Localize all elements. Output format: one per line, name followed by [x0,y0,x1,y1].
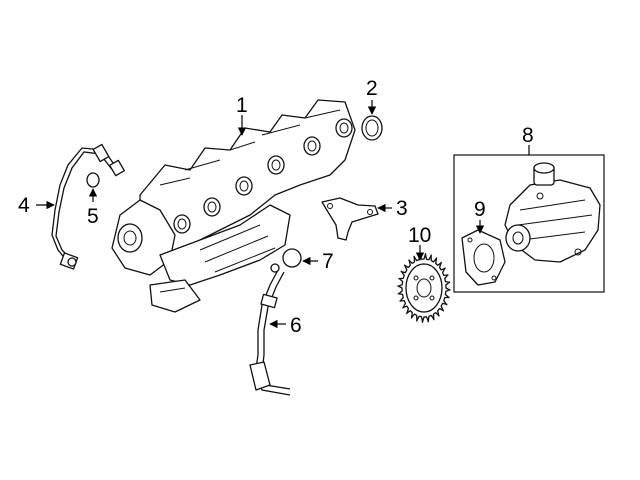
callout-4: 4 [18,194,30,217]
oil-feed-line[interactable] [51,143,125,270]
callout-10: 10 [408,224,431,247]
callout-1: 1 [236,94,248,117]
oil-return-line[interactable] [249,263,291,396]
callout-9: 9 [474,198,486,221]
callout-8: 8 [522,124,534,147]
bracket[interactable] [321,197,379,241]
sprocket-gear[interactable] [397,253,451,323]
callout-7: 7 [322,250,334,273]
pump-gasket[interactable] [461,229,506,286]
vacuum-pump[interactable] [504,162,601,263]
callout-labels: 1 2 3 4 5 6 7 8 9 10 [18,77,534,337]
callout-3: 3 [396,197,408,220]
turbocharger-manifold[interactable] [111,99,356,313]
leader-lines [36,100,530,329]
callout-5: 5 [87,205,99,228]
washer-5[interactable] [86,172,100,188]
callout-2: 2 [366,77,378,100]
callout-6: 6 [290,314,302,337]
cap-7[interactable] [282,248,302,268]
seal-ring[interactable] [361,115,383,141]
